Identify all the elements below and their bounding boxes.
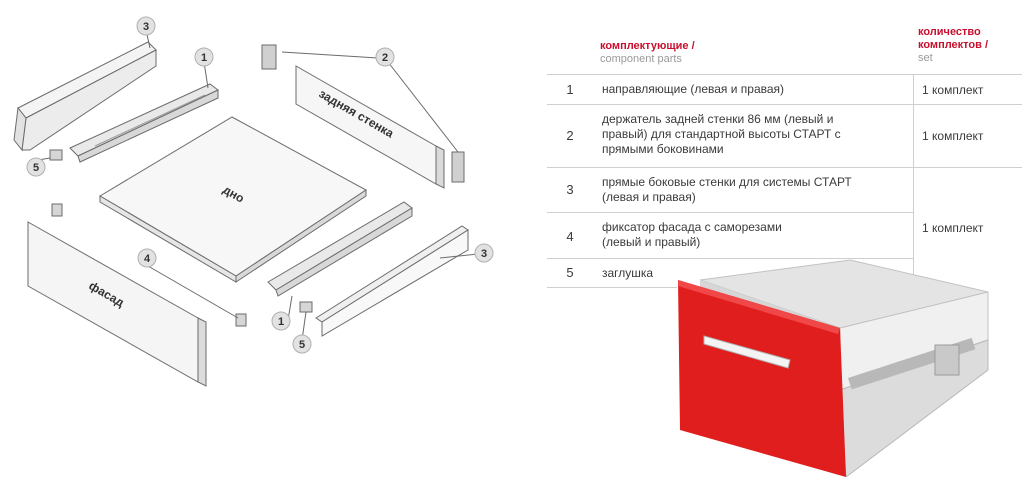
row-number: 4 <box>566 229 574 244</box>
callout-text: 3 <box>481 248 487 260</box>
callout-2 <box>375 47 395 67</box>
row-number: 1 <box>566 82 574 97</box>
callout-4 <box>137 248 157 268</box>
callout-text: 5 <box>33 162 39 174</box>
row-number: 2 <box>566 128 574 143</box>
row-divider <box>547 212 913 213</box>
callout-5-bottom <box>292 334 312 354</box>
callout-text: 2 <box>382 52 388 64</box>
row-divider <box>547 287 677 288</box>
column-divider <box>913 74 914 287</box>
drawer-photo <box>678 259 989 477</box>
parts-header-en: component parts <box>600 53 682 65</box>
callout-5-left <box>26 157 46 177</box>
description-line: (левый и правый) <box>602 235 701 249</box>
parts-header-ru: комплектующие / <box>600 40 695 52</box>
parts-column-header: комплектующие / component parts <box>600 40 695 66</box>
callout-3-top <box>136 16 156 36</box>
row-description: прямые боковые стенки для системы СТАРТ … <box>602 175 852 205</box>
description-line: направляющие (левая и правая) <box>602 82 785 96</box>
qty-header-ru-2: комплектов / <box>918 39 989 51</box>
row-number: 5 <box>566 265 574 280</box>
description-line: (левая и правая) <box>602 190 696 204</box>
row-number: 3 <box>566 182 574 197</box>
qty-header-ru-1: количество <box>918 26 981 38</box>
description-line: прямыми боковинами <box>602 142 724 156</box>
callout-text: 1 <box>201 52 207 64</box>
cap-right <box>299 301 313 313</box>
back-holder-top <box>261 44 277 70</box>
qty-header-en: set <box>918 52 933 64</box>
callout-text: 1 <box>278 316 284 328</box>
row-divider <box>547 104 1022 105</box>
description-line: фиксатор фасада с саморезами <box>602 220 782 234</box>
qty-column-header: количество комплектов / set <box>918 26 988 65</box>
row-quantity: 1 комплект <box>922 83 984 97</box>
exploded-drawer-diagram: 3 1 2 5 4 3 1 5 дно задняя стенка фасад <box>13 16 494 387</box>
callout-1-bottom <box>271 311 291 331</box>
description-line: держатель задней стенки 86 мм (левый и <box>602 112 834 126</box>
callout-3-right <box>474 243 494 263</box>
drawer-red-front <box>678 280 846 477</box>
callout-text: 3 <box>143 21 149 33</box>
callout-text: 4 <box>144 253 151 265</box>
row-divider <box>547 74 1022 75</box>
description-line: правый) для стандартной высоты СТАРТ с <box>602 127 841 141</box>
row-description: фиксатор фасада с саморезами (левый и пр… <box>602 220 782 250</box>
row-description: направляющие (левая и правая) <box>602 82 784 97</box>
cap-left <box>49 149 63 161</box>
row-description: держатель задней стенки 86 мм (левый и п… <box>602 112 841 157</box>
row-divider <box>547 167 1022 168</box>
facade-fixer-top <box>51 203 63 217</box>
drawer-handle <box>703 335 791 369</box>
description-line: заглушка <box>602 266 654 280</box>
callout-1-top <box>194 47 214 67</box>
back-holder-bottom <box>451 151 465 183</box>
description-line: прямые боковые стенки для системы СТАРТ <box>602 175 852 189</box>
callout-text: 5 <box>299 339 305 351</box>
row-quantity: 1 комплект <box>922 129 984 143</box>
row-divider <box>547 258 913 259</box>
row-quantity: 1 комплект <box>922 221 984 235</box>
facade-fixer-bottom <box>235 313 247 327</box>
row-description: заглушка <box>602 266 653 281</box>
